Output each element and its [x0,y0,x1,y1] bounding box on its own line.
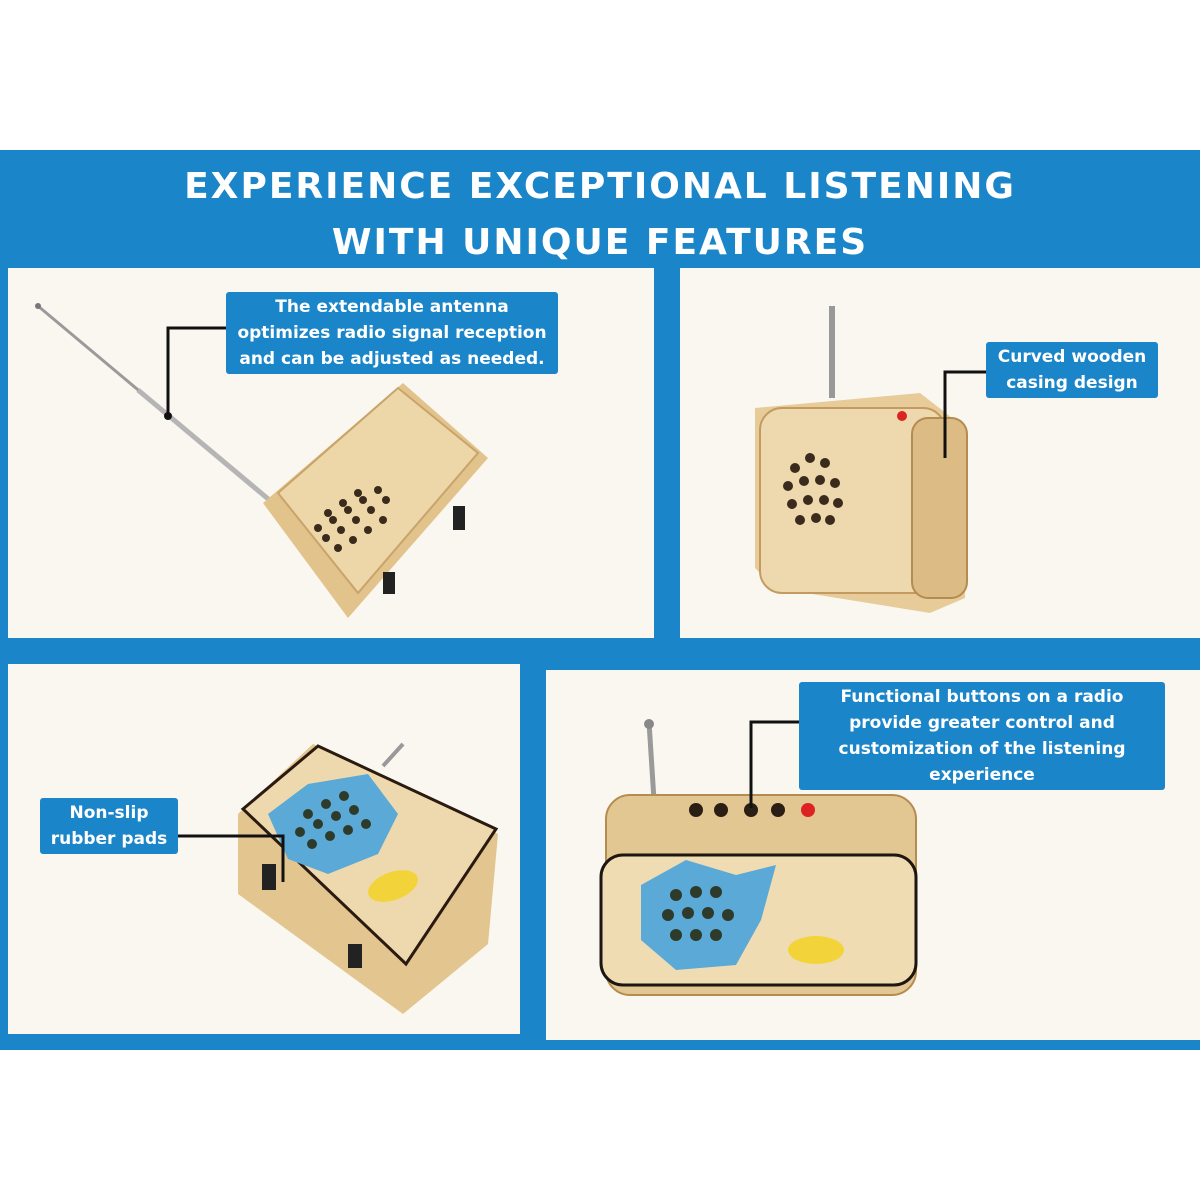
radio-photo-buttons [599,719,918,996]
radio-photo-pads [162,742,499,1014]
buttons-callout: Functional buttons on a radio provide gr… [799,682,1165,790]
radio-photo-casing [755,306,988,613]
antenna-callout: The extendable antenna optimizes radio s… [226,292,558,374]
headline-line-1: EXPERIENCE EXCEPTIONAL LISTENING [184,166,1016,207]
casing-callout: Curved wooden casing design [986,342,1158,398]
casing-feature-panel: Curved wooden casing design [680,268,1200,638]
pads-feature-panel: Non-slip rubber pads [8,664,520,1034]
radio-photo-antenna [35,303,488,618]
antenna-feature-panel: The extendable antenna optimizes radio s… [8,268,654,638]
headline-line-2: WITH UNIQUE FEATURES [331,222,869,263]
pads-callout: Non-slip rubber pads [40,798,178,854]
buttons-feature-panel: Functional buttons on a radio provide gr… [546,670,1200,1040]
